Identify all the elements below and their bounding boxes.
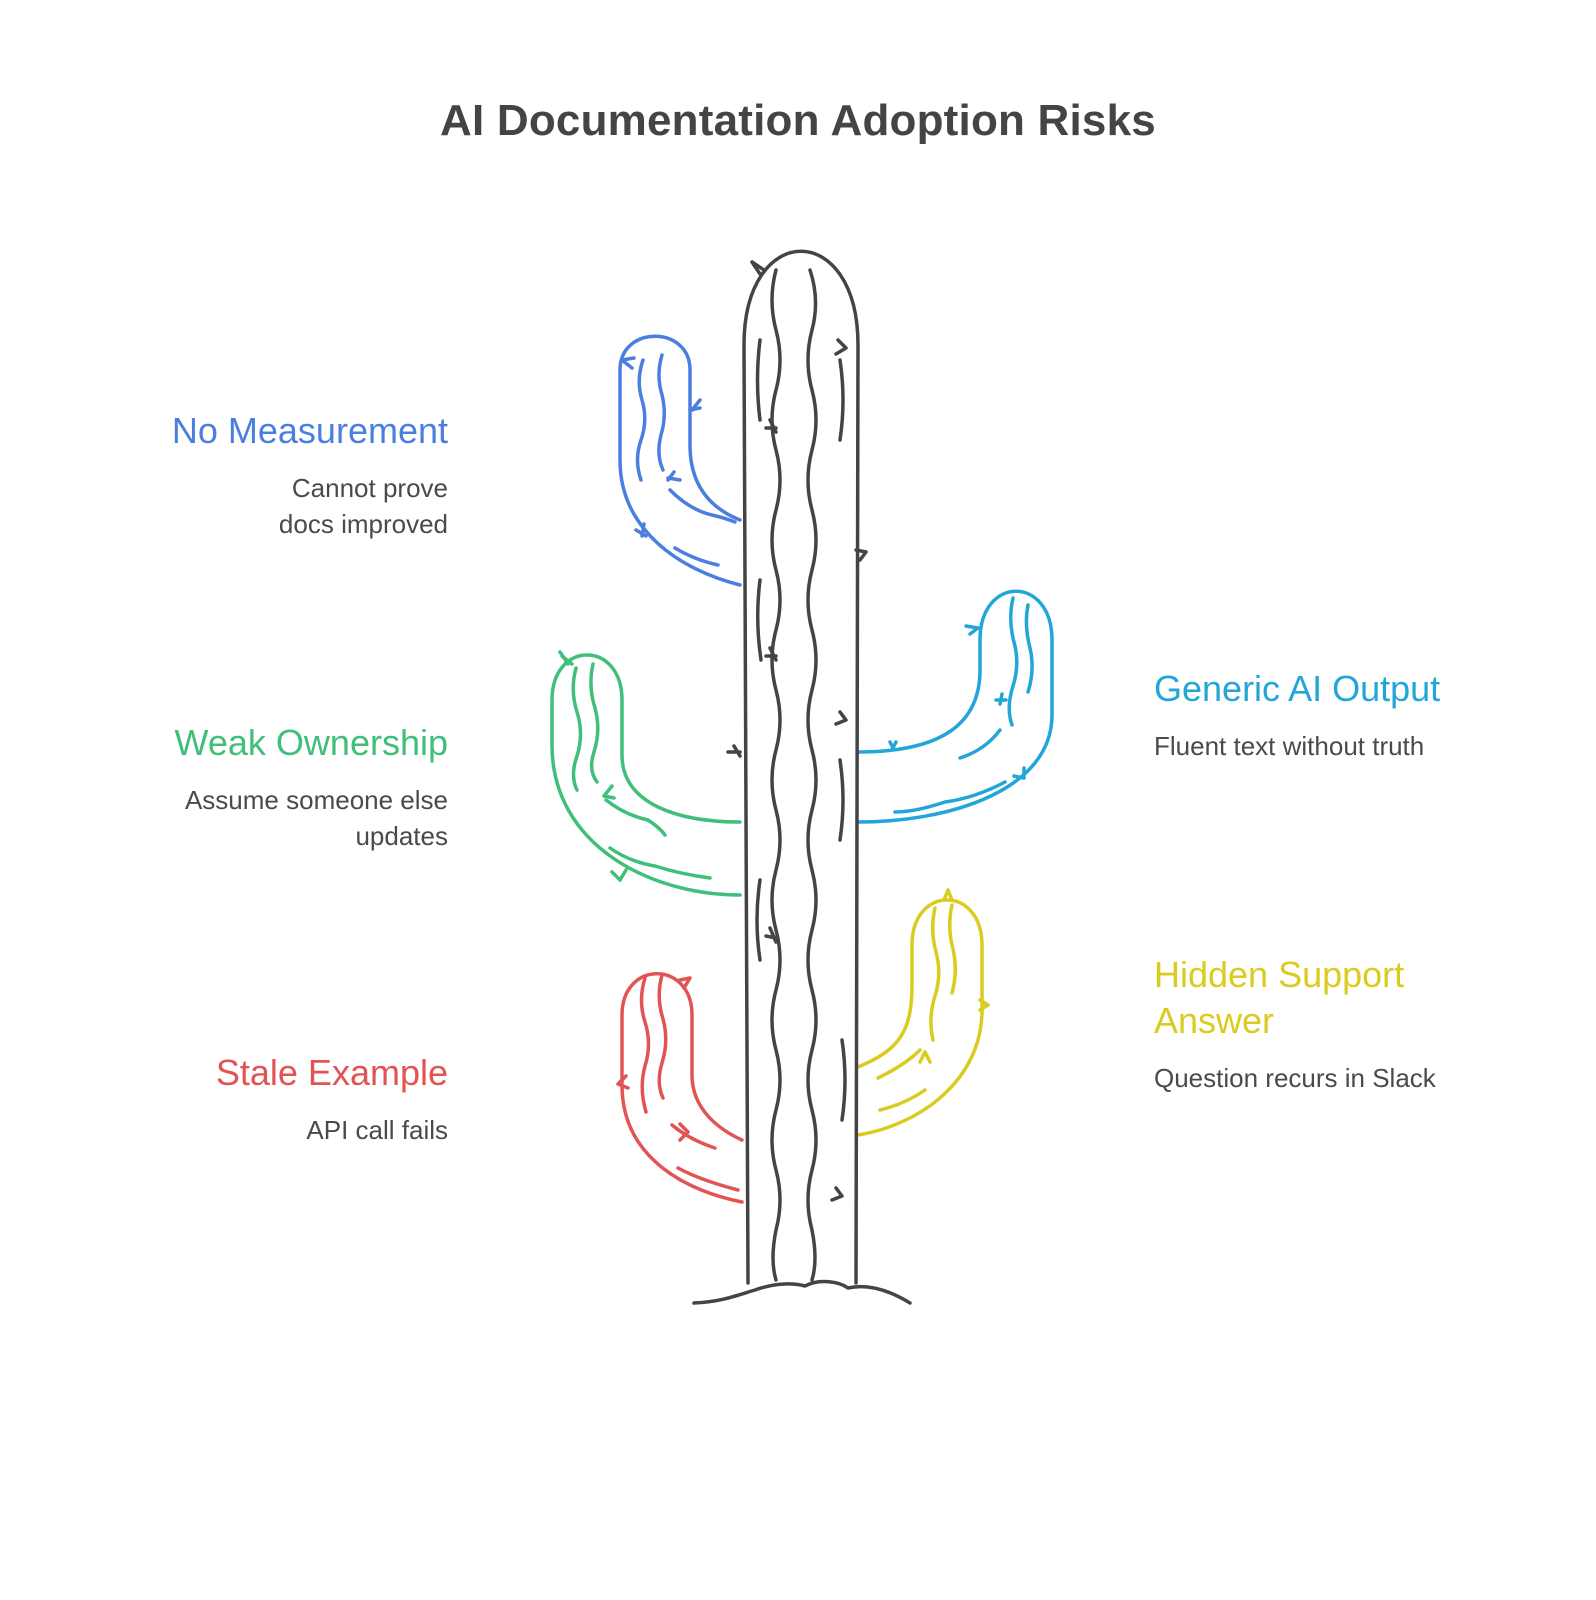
risk-description: Cannot prove docs improved xyxy=(278,473,448,539)
spine xyxy=(678,976,692,990)
spine xyxy=(994,692,1008,706)
risk-description: Question recurs in Slack xyxy=(1154,1063,1436,1093)
trunk-outline xyxy=(742,249,860,1285)
arm-texture xyxy=(948,903,957,995)
arm-texture xyxy=(668,488,737,524)
trunk-texture xyxy=(755,578,763,662)
spine xyxy=(666,470,682,482)
spine xyxy=(726,744,742,758)
spine xyxy=(978,998,990,1012)
risk-description: Fluent text without truth xyxy=(1154,731,1425,761)
spine xyxy=(750,260,766,276)
cactus-arm-no-measurement xyxy=(618,334,742,587)
arm-texture xyxy=(670,1123,717,1150)
arm-texture xyxy=(929,906,941,1042)
arm-texture xyxy=(1007,596,1019,727)
spine xyxy=(834,338,848,356)
trunk-texture xyxy=(840,1038,847,1122)
cactus-arm-weak-ownership xyxy=(550,650,742,897)
risk-label-generic-ai-output: Generic AI Output Fluent text without tr… xyxy=(1154,666,1574,764)
spine xyxy=(918,1050,932,1064)
arm-texture xyxy=(673,546,720,567)
spine xyxy=(602,784,616,800)
risk-label-weak-ownership: Weak Ownership Assume someone else updat… xyxy=(28,720,448,854)
arm-texture xyxy=(657,973,668,1100)
spine xyxy=(610,868,628,882)
arm-texture xyxy=(876,1048,922,1080)
spine xyxy=(764,926,778,944)
arm-outline xyxy=(620,972,744,1204)
arm-texture xyxy=(604,798,667,837)
spine xyxy=(616,1074,630,1090)
risk-heading: Generic AI Output xyxy=(1154,668,1441,709)
risk-label-no-measurement: No Measurement Cannot prove docs improve… xyxy=(28,408,448,542)
spine xyxy=(964,624,980,636)
arm-outline xyxy=(618,334,742,587)
spine xyxy=(678,1122,690,1142)
spine xyxy=(620,356,636,370)
arm-texture xyxy=(639,976,651,1114)
page-title: AI Documentation Adoption Risks xyxy=(440,96,1156,145)
spine xyxy=(830,1186,844,1202)
arm-outline xyxy=(550,653,742,897)
trunk-texture xyxy=(755,878,762,962)
arm-outline xyxy=(856,898,984,1137)
arm-texture xyxy=(676,1166,740,1192)
risk-heading: Stale Example xyxy=(215,1052,448,1093)
spine xyxy=(834,710,848,726)
spine xyxy=(764,646,778,662)
arm-texture xyxy=(589,662,600,784)
trunk-texture xyxy=(755,338,762,422)
risk-label-hidden-support-answer: Hidden Support Answer Question recurs in… xyxy=(1154,952,1454,1096)
cactus-trunk xyxy=(692,249,912,1305)
spine xyxy=(558,650,574,666)
risk-heading: Hidden Support Answer xyxy=(1154,954,1405,1041)
spine xyxy=(688,398,702,412)
risk-description: API call fails xyxy=(306,1115,448,1145)
trunk-texture xyxy=(838,358,845,442)
risk-description: Assume someone else updates xyxy=(184,785,448,851)
arm-texture xyxy=(878,1088,927,1112)
spine xyxy=(854,548,868,562)
arm-texture xyxy=(958,728,1002,760)
spine xyxy=(764,418,778,434)
risk-heading: Weak Ownership xyxy=(174,722,448,763)
trunk-texture xyxy=(806,268,818,1282)
trunk-texture xyxy=(838,758,845,842)
ground xyxy=(692,1279,912,1305)
cactus-arm-generic-ai-output xyxy=(856,589,1054,824)
arm-texture xyxy=(657,353,666,472)
spine xyxy=(942,888,954,902)
arm-outline xyxy=(856,589,1054,824)
risk-label-stale-example: Stale Example API call fails xyxy=(28,1050,448,1148)
cactus-arm-hidden-support-answer xyxy=(856,888,990,1137)
arm-texture xyxy=(571,666,583,792)
arm-texture xyxy=(1024,603,1034,694)
arm-texture xyxy=(893,780,1007,814)
cactus-arm-stale-example xyxy=(616,972,744,1204)
arm-texture xyxy=(635,358,647,482)
spine xyxy=(634,522,648,538)
risk-heading: No Measurement xyxy=(171,410,448,451)
trunk-texture xyxy=(770,268,782,1282)
spine xyxy=(888,740,898,750)
arm-texture xyxy=(608,846,712,880)
spine xyxy=(1012,766,1026,780)
